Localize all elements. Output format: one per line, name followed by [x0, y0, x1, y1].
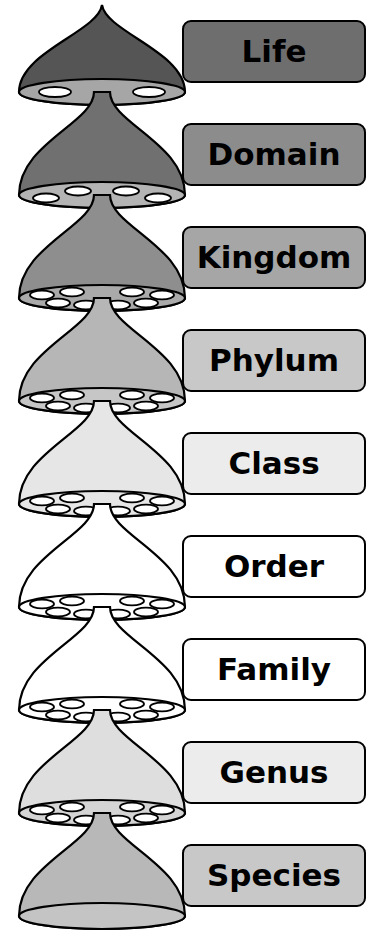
dome — [19, 710, 185, 826]
dome — [19, 195, 185, 311]
dome-body — [19, 607, 185, 723]
dome — [19, 607, 185, 723]
rank-label: Order — [224, 549, 324, 585]
dome-base — [19, 903, 185, 929]
dome — [19, 401, 185, 517]
rank-label: Life — [242, 34, 307, 70]
rank-label-box: Order — [182, 535, 366, 598]
rank-label-box: Kingdom — [182, 226, 366, 289]
dome — [19, 813, 185, 929]
dome — [19, 298, 185, 414]
dome-body — [19, 401, 185, 517]
rank-label-box: Domain — [182, 123, 366, 186]
rank-label: Species — [207, 858, 341, 894]
rank-label: Kingdom — [197, 240, 352, 276]
dome-body — [19, 5, 185, 105]
dome-body — [19, 710, 185, 826]
rank-label-box: Class — [182, 432, 366, 495]
dome-body — [19, 504, 185, 620]
rank-label: Family — [217, 652, 331, 688]
rank-label-box: Family — [182, 638, 366, 701]
dome — [19, 504, 185, 620]
rank-label-box: Species — [182, 844, 366, 907]
rank-label: Phylum — [209, 343, 339, 379]
dome — [19, 92, 185, 208]
dome-body — [19, 813, 185, 929]
dome — [19, 5, 185, 105]
dome-body — [19, 195, 185, 311]
rank-label: Genus — [219, 755, 328, 791]
rank-label: Class — [228, 446, 319, 482]
dome-body — [19, 298, 185, 414]
rank-label-box: Life — [182, 20, 366, 83]
rank-label-box: Genus — [182, 741, 366, 804]
rank-label: Domain — [208, 137, 341, 173]
dome-body — [19, 92, 185, 208]
rank-label-box: Phylum — [182, 329, 366, 392]
